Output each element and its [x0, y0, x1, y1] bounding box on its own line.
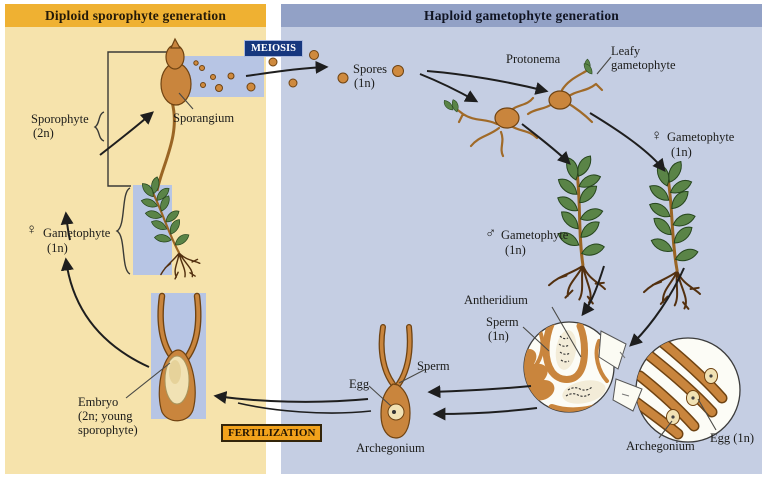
sporophyte-bracket: [93, 51, 176, 187]
sporophyte-label: Sporophyte: [31, 112, 89, 126]
embryo-illustration: [157, 292, 202, 422]
protonema-1: [442, 96, 539, 158]
sporangium-illustration: [155, 37, 192, 192]
magnifier-wedges: [598, 330, 643, 412]
sperm-antheridium-label: Sperm: [486, 315, 519, 329]
gametophyte-male-label: Gametophyte: [501, 228, 569, 242]
spores-label: Spores: [353, 62, 388, 76]
gametophyte-female-label: Gametophyte: [667, 130, 735, 144]
archegonium-center-label: Archegonium: [356, 441, 425, 455]
diploid-generation-header: Diploid sporophyte generation: [5, 4, 266, 27]
cycle-arrows: [60, 60, 685, 421]
egg-center-label: Egg: [349, 377, 370, 391]
moss-left-gametophyte: [135, 171, 202, 285]
archegonium-right-label: Archegonium: [626, 439, 695, 453]
gametophyte-left-ploidy: (1n): [47, 241, 68, 255]
gametophyte-female-ploidy: (1n): [671, 145, 692, 159]
female-symbol-left: ♀: [26, 222, 38, 238]
female-symbol-right: ♀: [651, 128, 663, 144]
embryo-line2: (2n; young: [78, 409, 133, 423]
meiosis-badge: MEIOSIS: [244, 40, 303, 57]
spore-stream: [193, 50, 404, 92]
archegonium-micro-view: [635, 337, 741, 443]
leafy-line2: gametophyte: [611, 58, 676, 72]
gametophyte-left-label: Gametophyte: [43, 226, 111, 240]
egg-right-label: Egg (1n): [710, 431, 755, 445]
male-symbol: ♂: [485, 226, 497, 242]
spores-ploidy: (1n): [354, 76, 375, 90]
gametophyte-bracket: [115, 187, 131, 275]
antheridium-label: Antheridium: [464, 293, 528, 307]
leader-lines: [125, 56, 717, 439]
sperm-center-label: Sperm: [417, 359, 450, 373]
protonema-2: [526, 58, 604, 124]
gametophyte-male-ploidy: (1n): [505, 243, 526, 257]
haploid-generation-header: Haploid gametophyte generation: [281, 4, 762, 27]
leafy-line1: Leafy: [611, 44, 641, 58]
embryo-line3: sporophyte): [78, 423, 138, 437]
embryo-label: Embryo (2n; young sporophyte): [78, 395, 138, 437]
archegonium-illustration: [378, 324, 413, 439]
embryo-line1: Embryo: [78, 395, 119, 409]
sporangium-label: Sporangium: [173, 111, 235, 125]
leafy-gametophyte-label: Leafy gametophyte: [611, 44, 676, 72]
fertilization-badge: FERTILIZATION: [221, 424, 323, 442]
sporophyte-ploidy: (2n): [33, 126, 54, 140]
sperm-antheridium-ploidy: (1n): [488, 329, 509, 343]
protonema-label: Protonema: [506, 52, 561, 66]
